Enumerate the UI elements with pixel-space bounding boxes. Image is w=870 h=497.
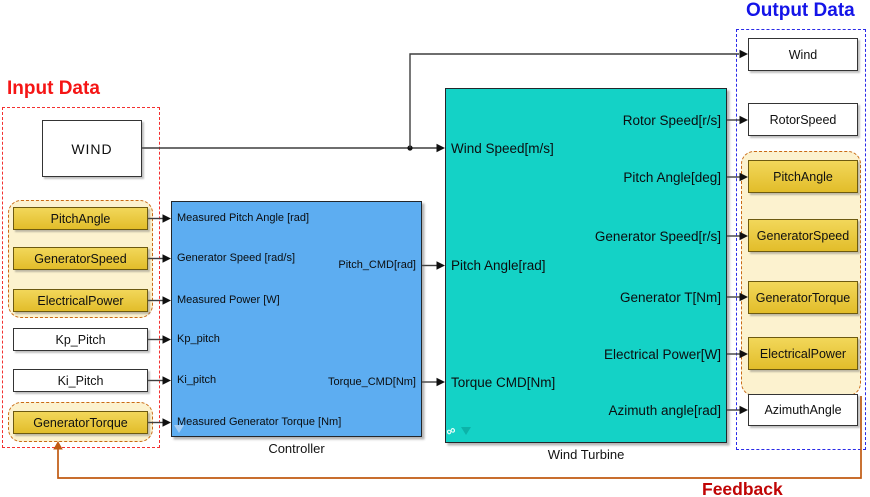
wire-kipitch-to-controller[interactable] xyxy=(148,376,171,385)
wind-turbine-block[interactable] xyxy=(445,88,727,443)
block-wind-source[interactable]: WIND xyxy=(42,120,142,177)
block-pitchangle-output[interactable]: PitchAngle xyxy=(748,160,858,193)
controller-port-kp-pitch: Kp_pitch xyxy=(177,333,220,345)
block-generatortorque-input[interactable]: GeneratorTorque xyxy=(13,411,148,434)
wire-feedback[interactable] xyxy=(53,396,862,479)
wire-generatortorque-out[interactable] xyxy=(727,292,748,302)
controller-block[interactable] xyxy=(171,201,422,437)
wire-azimuthangle-out[interactable] xyxy=(727,405,748,415)
controller-caption: Controller xyxy=(268,441,325,456)
turbine-port-rotor-speed: Rotor Speed[r/s] xyxy=(622,113,721,128)
block-generatortorque-output[interactable]: GeneratorTorque xyxy=(748,281,858,314)
wire-generatorspeed-out[interactable] xyxy=(727,231,748,241)
turbine-port-generator-speed: Generator Speed[r/s] xyxy=(594,229,721,244)
turbine-port-azimuth-angle: Azimuth angle[rad] xyxy=(608,403,721,418)
wire-generatorspeed-to-controller[interactable] xyxy=(148,254,171,263)
turbine-port-pitch-angle-deg: Pitch Angle[deg] xyxy=(623,170,721,185)
turbine-port-electrical-power: Electrical Power[W] xyxy=(603,347,721,362)
block-rotorspeed-output[interactable]: RotorSpeed xyxy=(748,103,858,136)
wire-pitchcmd-to-turbine[interactable] xyxy=(422,261,445,270)
output-data-title: Output Data xyxy=(746,0,855,21)
block-pitchangle-input[interactable]: PitchAngle xyxy=(13,207,148,230)
controller-port-measured-pitch-angle: Measured Pitch Angle [rad] xyxy=(177,212,310,224)
wire-electricalpower-out[interactable] xyxy=(727,349,748,359)
turbine-port-pitch-angle: Pitch Angle[rad] xyxy=(451,258,546,273)
turbine-port-torque-cmd: Torque CMD[Nm] xyxy=(451,375,556,390)
wire-pitchangle-out[interactable] xyxy=(727,172,748,182)
block-generatorspeed-output[interactable]: GeneratorSpeed xyxy=(748,219,858,252)
input-data-title: Input Data xyxy=(7,78,100,99)
turbine-port-generator-torque: Generator T[Nm] xyxy=(619,290,721,305)
controller-port-measured-power: Measured Power [W] xyxy=(177,294,280,306)
output-data-region xyxy=(736,29,866,450)
block-generatorspeed-input[interactable]: GeneratorSpeed xyxy=(13,247,148,270)
wire-generatortorque-to-controller[interactable] xyxy=(148,418,171,427)
wire-kppitch-to-controller[interactable] xyxy=(148,335,171,344)
block-azimuthangle-output[interactable]: AzimuthAngle xyxy=(748,394,858,426)
block-electricalpower-output[interactable]: ElectricalPower xyxy=(748,337,858,370)
block-ki-pitch[interactable]: Ki_Pitch xyxy=(13,369,148,392)
wire-electricalpower-to-controller[interactable] xyxy=(148,296,171,305)
controller-port-torque-cmd: Torque_CMD[Nm] xyxy=(327,376,416,388)
feedback-title: Feedback xyxy=(702,479,783,497)
wire-torquecmd-to-turbine[interactable] xyxy=(422,377,445,387)
wire-wind-to-turbine[interactable] xyxy=(142,143,445,153)
subsystem-down-arrow-icon xyxy=(461,427,471,435)
block-electricalpower-input[interactable]: ElectricalPower xyxy=(13,289,148,312)
input-data-region xyxy=(2,107,160,448)
controller-port-ki-pitch: Ki_pitch xyxy=(177,374,217,386)
wind-turbine-caption: Wind Turbine xyxy=(547,447,625,462)
controller-port-pitch-cmd: Pitch_CMD[rad] xyxy=(338,259,416,271)
block-kp-pitch[interactable]: Kp_Pitch xyxy=(13,328,148,351)
wire-wind-branch-to-output[interactable] xyxy=(409,49,748,148)
subsystem-down-arrow-icon xyxy=(174,425,184,433)
wire-rotorspeed-out[interactable] xyxy=(727,115,748,125)
wire-pitchangle-to-controller[interactable] xyxy=(148,214,171,223)
controller-port-measured-gen-torque: Measured Generator Torque [Nm] xyxy=(177,416,342,428)
turbine-port-wind-speed: Wind Speed[m/s] xyxy=(451,141,554,156)
block-wind-output[interactable]: Wind xyxy=(748,38,858,71)
controller-port-generator-speed: Generator Speed [rad/s] xyxy=(177,252,296,264)
